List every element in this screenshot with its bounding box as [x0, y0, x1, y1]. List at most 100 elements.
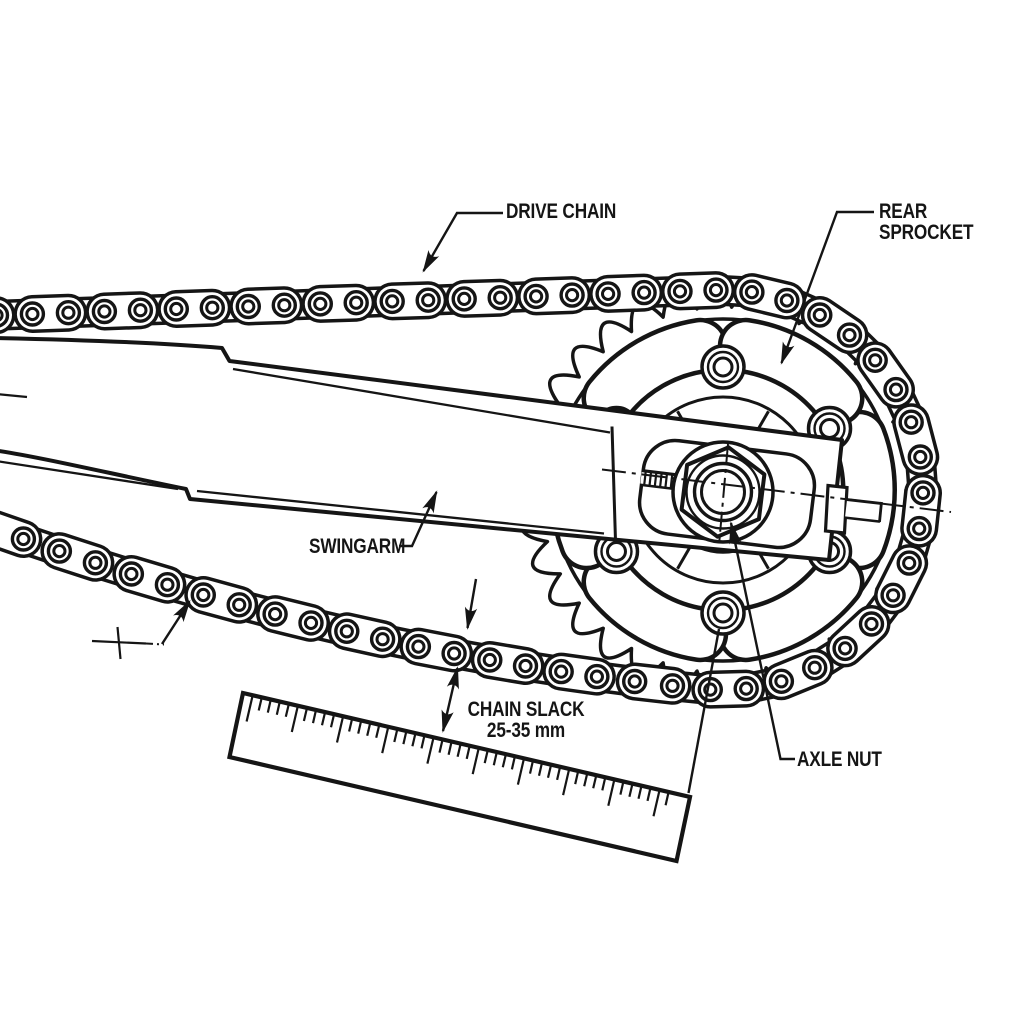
chain-pin [812, 307, 827, 323]
chain-pin [133, 303, 148, 318]
sprocket-bolt-hole [605, 541, 627, 562]
sprocket-cutout [722, 322, 860, 422]
rear-sprocket-label: REAR SPROCKET [879, 200, 974, 243]
ruler-tick [357, 720, 363, 734]
sprocket-bolt-hole [712, 602, 734, 624]
chain-pin [196, 587, 211, 603]
ruler-tick [492, 751, 498, 766]
ruler-tick [375, 724, 381, 739]
swingarm-drawing [0, 336, 844, 562]
chain-pin [313, 296, 328, 311]
chain-pin [888, 382, 904, 397]
chain-pin [160, 577, 175, 592]
chain-pin [529, 289, 544, 304]
chain-pin [886, 588, 901, 603]
ruler-tick [411, 732, 417, 747]
chain-pin [912, 521, 927, 536]
hub-spoke-line [676, 544, 693, 570]
chain-pin [904, 415, 919, 430]
ruler-tick [510, 756, 516, 770]
chain-pin [241, 299, 256, 314]
chain-slack-label-line1: CHAIN SLACK [467, 698, 585, 721]
ruler-tick [601, 777, 607, 791]
ruler-tick [556, 766, 562, 781]
ruler-tick [245, 695, 254, 722]
ruler-tick [393, 728, 399, 743]
chain-pin [627, 674, 642, 689]
chain-pin [744, 285, 760, 300]
slack-measurement-double-arrow [441, 666, 459, 733]
ruler-tick [537, 762, 544, 776]
ruler-tick [516, 758, 526, 785]
ruler-tick [562, 768, 571, 796]
ruler-tick [546, 764, 553, 779]
chain-pin [52, 544, 67, 559]
rear-sprocket-label-line1: REAR [879, 200, 928, 223]
thread-mark [669, 473, 674, 490]
chain-pin [277, 298, 292, 313]
chain-pin [25, 306, 40, 322]
ruler-tick [471, 747, 480, 775]
ruler-tick [652, 789, 661, 817]
slack-down-arrow [464, 578, 478, 630]
ruler-tick [528, 760, 535, 774]
ruler-tick [501, 753, 507, 768]
sprocket-cutout [835, 414, 893, 566]
chain-pin [205, 300, 220, 315]
chain-pin [864, 616, 879, 632]
drive-chain-label: DRIVE CHAIN [506, 200, 617, 223]
ruler-tick [637, 785, 643, 800]
chain-pin [637, 285, 652, 300]
ruler-tick [583, 772, 589, 787]
ruler-tick [420, 734, 426, 749]
ruler-tick [402, 730, 408, 745]
ruler-tick [664, 791, 670, 806]
ruler-tick [366, 722, 372, 736]
ruler-tick [456, 743, 462, 758]
sprocket-cutout [586, 558, 724, 658]
chain-pin [565, 288, 580, 303]
chain-pin [739, 681, 754, 696]
chain-pin [779, 293, 795, 308]
ruler-tick [438, 739, 444, 753]
chain-pin [665, 678, 680, 693]
ruler-tick [646, 787, 652, 802]
ruler-tick [447, 741, 453, 755]
ruler-tick [329, 713, 336, 728]
chain-slack-label-line2: 25-35 mm [486, 719, 566, 742]
chain-pin [838, 641, 853, 656]
ruler-tick [574, 770, 580, 785]
swingarm-lower-edge-line [0, 460, 179, 491]
chain-pin [868, 353, 883, 368]
drive-chain-leader-line [422, 211, 503, 273]
chain-pin [457, 291, 472, 306]
chain-pin [16, 531, 31, 547]
swingarm-bottom-contour-line [196, 489, 605, 535]
chain-pin [375, 632, 390, 647]
ruler-tick [275, 701, 281, 715]
sprocket-bolt-hole [819, 418, 841, 439]
chain-pin [385, 294, 400, 309]
ruler-tick [320, 711, 327, 726]
measure-point-crosshair-vertical [116, 626, 122, 660]
axle-nut-leader-line [729, 521, 795, 761]
ruler-tick [465, 745, 471, 760]
axle-horizontal-centerline [601, 468, 952, 513]
chain-pin [482, 652, 497, 668]
sprocket-cutout [586, 322, 724, 422]
sprocket-bolt-middle-ring [706, 350, 740, 384]
measure-point-arrow [160, 599, 191, 645]
swingarm-beam [0, 336, 844, 562]
thread-mark [658, 471, 663, 489]
ruler-tick [266, 699, 272, 713]
axle-right-flange [823, 483, 849, 535]
thread-mark [648, 470, 653, 487]
chain-pin [169, 301, 184, 317]
swingarm-top-contour-line [232, 367, 611, 434]
axle-vertical-centerline [718, 443, 729, 546]
chain-pin [97, 304, 112, 319]
swingarm-end-block-panel-line [610, 426, 617, 542]
chain-pin [518, 658, 533, 674]
rear-sprocket-leader-line [780, 210, 874, 365]
